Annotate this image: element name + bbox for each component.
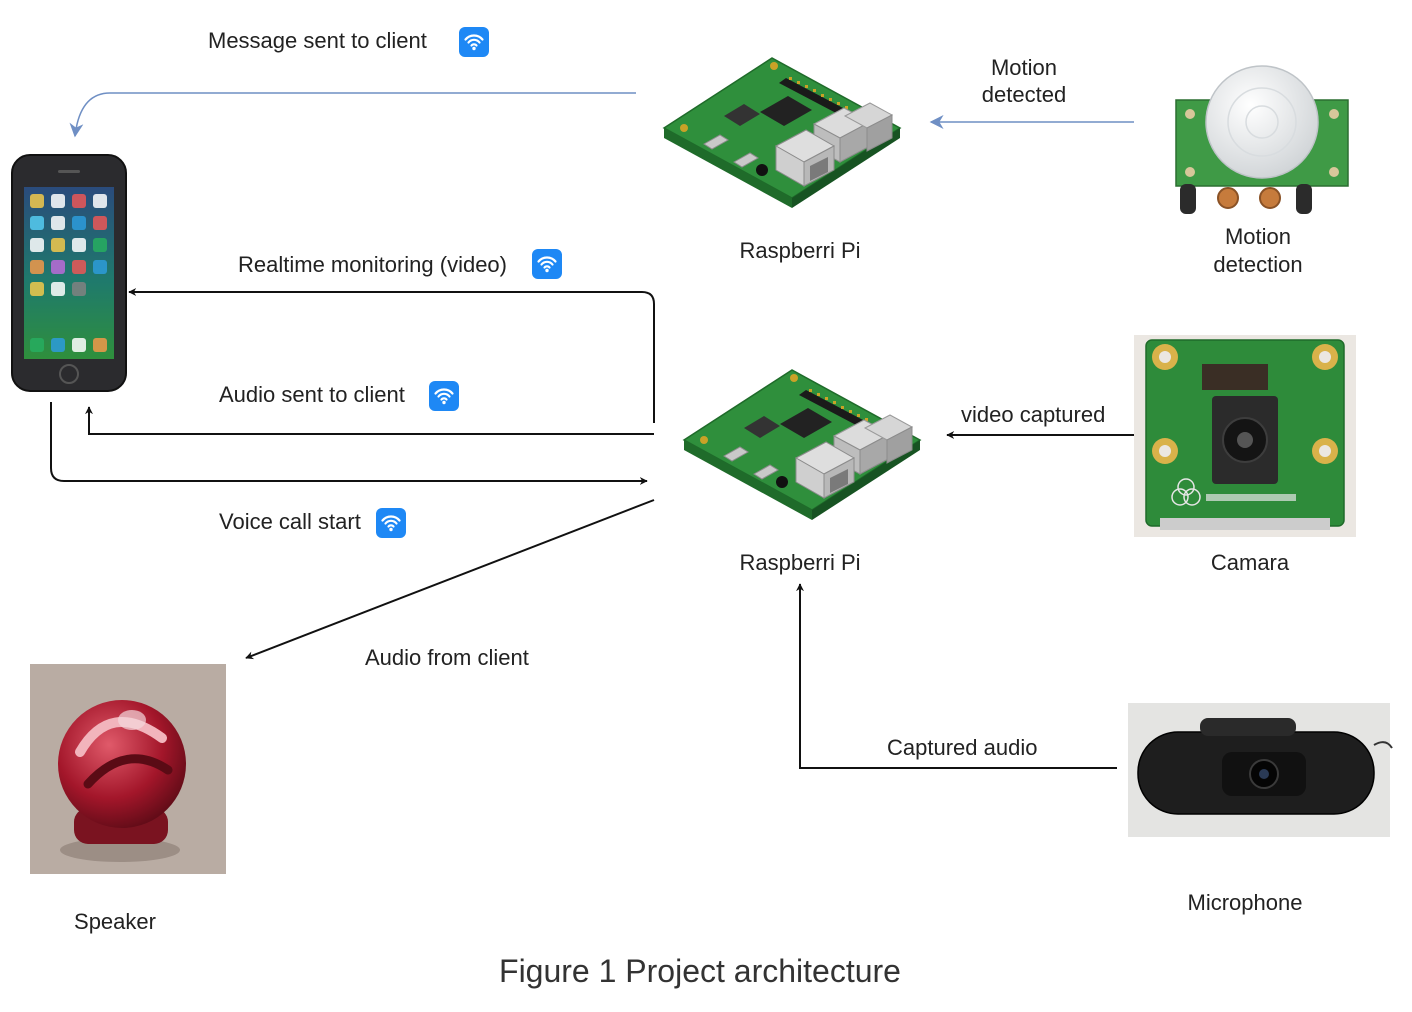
arrow-audio-from-client — [245, 499, 655, 660]
edge-label-message-sent: Message sent to client — [208, 28, 427, 53]
edge-label-voice-call: Voice call start — [219, 509, 361, 534]
arrow-audio-sent — [85, 406, 654, 435]
raspberry-pi-top-label: Raspberri Pi — [739, 238, 860, 263]
edge-label-captured-audio: Captured audio — [887, 735, 1037, 760]
motion-detection-label-line1: Motion — [1225, 224, 1291, 249]
camera-label: Camara — [1211, 550, 1290, 575]
arrow-realtime-monitoring — [128, 288, 655, 423]
motion-detection-label-line2: detection — [1213, 252, 1302, 277]
edge-label-motion-detected-line2: detected — [982, 82, 1066, 107]
camera-module — [1134, 335, 1356, 537]
edge-label-audio-sent: Audio sent to client — [219, 382, 405, 407]
raspberry-pi-middle — [683, 369, 921, 521]
wifi-icon — [457, 25, 491, 59]
microphone-webcam — [1128, 703, 1393, 837]
edge-label-motion-detected-line1: Motion — [991, 55, 1057, 80]
raspberry-pi-top — [663, 57, 901, 209]
microphone-label: Microphone — [1188, 890, 1303, 915]
arrow-voice-call — [50, 402, 648, 485]
edge-label-realtime: Realtime monitoring (video) — [238, 252, 507, 277]
wifi-icon — [530, 247, 564, 281]
raspberry-pi-middle-label: Raspberri Pi — [739, 550, 860, 575]
edge-label-video-captured: video captured — [961, 402, 1105, 427]
edge-label-audio-from-client: Audio from client — [365, 645, 529, 670]
wifi-icon — [374, 506, 408, 540]
figure-caption: Figure 1 Project architecture — [499, 953, 901, 989]
arrow-message-sent — [69, 92, 636, 138]
motion-sensor — [1175, 65, 1349, 214]
wifi-icon — [427, 379, 461, 413]
arrow-captured-audio — [796, 583, 1117, 769]
smartphone-client — [11, 154, 127, 392]
speaker — [30, 664, 226, 874]
speaker-label: Speaker — [74, 909, 156, 934]
